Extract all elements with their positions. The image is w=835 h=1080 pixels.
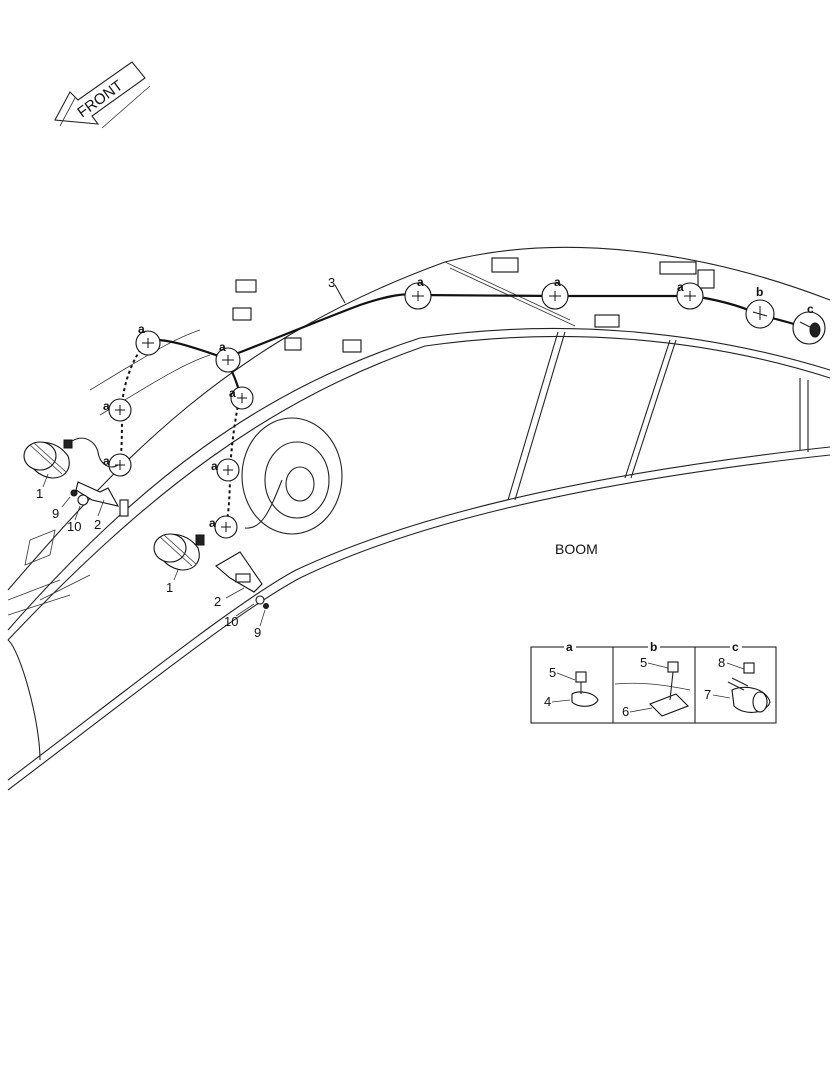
svg-text:b: b	[650, 640, 657, 654]
svg-text:9: 9	[52, 506, 59, 521]
clamp-a-8: a	[404, 275, 432, 310]
svg-text:a: a	[211, 459, 218, 473]
wire-harness: 3	[119, 275, 811, 531]
clamp-a-5: a	[103, 453, 132, 477]
svg-text:a: a	[417, 275, 424, 289]
svg-text:a: a	[103, 454, 110, 468]
svg-text:c: c	[807, 302, 814, 316]
svg-text:2: 2	[214, 594, 221, 609]
clamp-b: b	[745, 285, 775, 329]
detail-panel-c: c 8 7	[704, 640, 771, 713]
svg-text:7: 7	[704, 687, 711, 702]
upper-lamp-callouts: 1 9 10 2	[36, 473, 105, 534]
front-direction-arrow: FRONT	[54, 61, 151, 129]
detail-box: a 5 4 b 5 6 c 8 7	[530, 640, 777, 724]
clamp-a-2: a	[215, 340, 241, 373]
svg-text:10: 10	[67, 519, 81, 534]
svg-text:10: 10	[224, 614, 238, 629]
svg-text:c: c	[732, 640, 739, 654]
clamp-a-10: a	[676, 280, 704, 310]
detail-panel-b: b 5 6	[614, 640, 691, 719]
svg-text:a: a	[103, 399, 110, 413]
boom-structure	[7, 246, 831, 791]
wire-callout: 3	[328, 275, 335, 290]
svg-text:a: a	[554, 275, 561, 289]
svg-text:8: 8	[718, 655, 725, 670]
svg-text:9: 9	[254, 625, 261, 640]
svg-text:b: b	[756, 285, 763, 299]
svg-text:a: a	[677, 280, 684, 294]
svg-text:a: a	[138, 322, 145, 336]
clamp-a-6: a	[211, 458, 240, 482]
work-lamp-lower	[153, 533, 269, 609]
clamp-circles: a a a a a a a a a a b c	[103, 275, 826, 539]
svg-text:a: a	[566, 640, 573, 654]
boom-label: BOOM	[555, 541, 598, 557]
work-lamp-upper	[23, 437, 120, 507]
svg-text:5: 5	[640, 655, 647, 670]
svg-text:4: 4	[544, 694, 551, 709]
clamp-a-9: a	[541, 275, 569, 310]
clamp-a-4: a	[229, 386, 254, 410]
svg-text:a: a	[219, 340, 226, 354]
clamp-a-3: a	[103, 398, 132, 422]
svg-text:2: 2	[94, 517, 101, 532]
svg-text:a: a	[229, 386, 236, 400]
clamp-a-7: a	[209, 515, 238, 539]
svg-text:5: 5	[549, 665, 556, 680]
svg-text:1: 1	[166, 580, 173, 595]
clamp-c: c	[792, 302, 826, 345]
svg-text:6: 6	[622, 704, 629, 719]
detail-panel-a: a 5 4	[544, 640, 599, 709]
clamp-a-1: a	[135, 322, 161, 356]
svg-text:a: a	[209, 516, 216, 530]
lower-lamp-callouts: 1 2 10 9	[166, 569, 266, 640]
svg-text:1: 1	[36, 486, 43, 501]
